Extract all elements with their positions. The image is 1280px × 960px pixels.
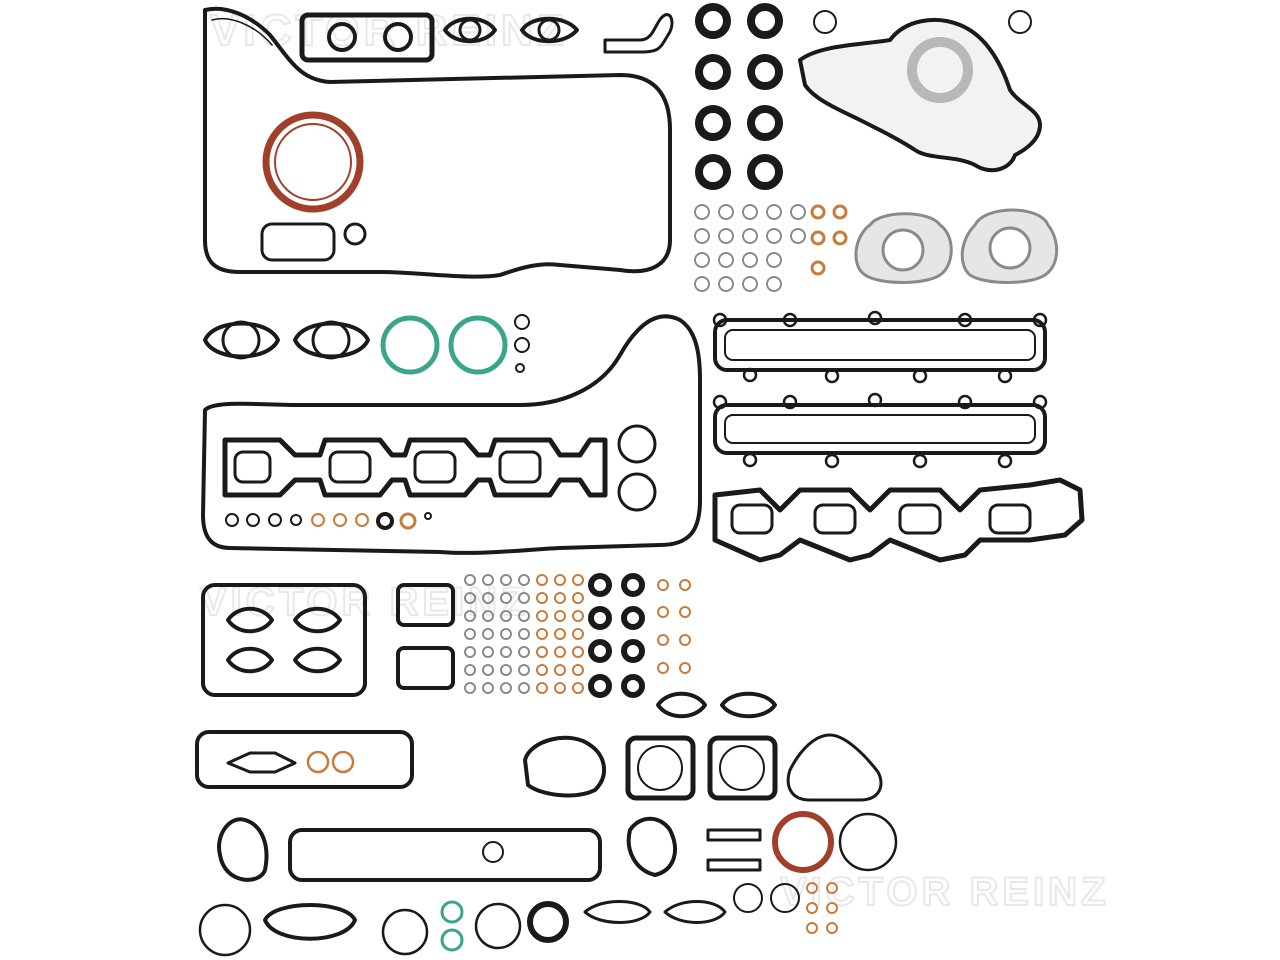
exhaust-pipe-gasket-bottom xyxy=(263,903,357,941)
copper-washers-mid xyxy=(657,579,691,674)
washer-row-middle xyxy=(225,512,432,530)
oil-line-gasket-2 xyxy=(706,858,762,872)
small-rectangular-gasket xyxy=(260,222,336,262)
washer-matrix-grey xyxy=(464,574,530,694)
o-ring-top-small-1 xyxy=(813,10,837,34)
valve-stem-seals xyxy=(695,3,783,190)
exhaust-ports-right xyxy=(730,503,1032,535)
valve-cover-gasket-top xyxy=(203,6,672,279)
water-pump-gasket-impeller-hole xyxy=(907,37,973,103)
o-ring-bottom-4 xyxy=(527,901,569,943)
intake-gasket-right-1-inner xyxy=(724,329,1036,361)
washer-matrix-copper xyxy=(536,574,584,694)
flange-gasket-2 xyxy=(520,16,579,44)
turbo-oil-return-gasket xyxy=(217,817,269,882)
green-o-ring-small-2 xyxy=(440,928,464,952)
egr-pipe-gasket-bottom xyxy=(583,900,652,924)
small-square-gasket-1 xyxy=(396,583,455,627)
o-ring-bottom-2 xyxy=(381,908,429,956)
throttle-body-gasket-2-hole xyxy=(719,745,765,791)
flange-gasket-2-hole xyxy=(537,18,561,42)
o-ring-bottom-3 xyxy=(474,902,522,950)
valve-cover-gasket-top-inner xyxy=(211,18,273,46)
green-o-ring-small-1 xyxy=(440,900,464,924)
oval-flange-gasket-2 xyxy=(720,691,777,719)
o-ring-small-row2-3 xyxy=(515,363,525,373)
o-ring-small-row2-1 xyxy=(514,314,530,330)
water-outlet-gasket xyxy=(626,816,677,877)
large-o-ring-bottom-right xyxy=(838,812,898,872)
intake-gasket-right-1 xyxy=(713,318,1047,372)
egr-flange-gasket-1 xyxy=(203,321,280,359)
timing-cover-gasket xyxy=(786,733,883,802)
o-ring-bottom-6 xyxy=(770,883,800,913)
bent-pipe-gasket xyxy=(603,13,674,54)
manifold-frame-ports xyxy=(226,606,342,674)
turbo-flange-gasket-1-hole xyxy=(881,228,925,272)
throttle-body-gasket-2 xyxy=(707,735,778,801)
crankshaft-seal-top xyxy=(262,111,364,213)
small-square-gasket-2 xyxy=(396,646,455,690)
flange-gasket-1 xyxy=(443,16,497,44)
o-ring-small-row2-2 xyxy=(514,337,530,353)
green-o-ring-2 xyxy=(448,315,508,375)
manifold-frame-gasket xyxy=(201,583,367,697)
exhaust-port-left xyxy=(327,22,357,52)
small-o-ring xyxy=(343,222,367,246)
throttle-body-gasket-1-hole xyxy=(637,745,683,791)
intake-gasket-right-bolt-tabs xyxy=(712,310,1048,469)
intake-gasket-right-2-inner xyxy=(724,414,1036,444)
oval-flange-gasket-1 xyxy=(656,691,707,719)
crankshaft-seal-top-inner xyxy=(274,123,352,201)
turbo-flange-gasket-2-hole xyxy=(988,226,1032,270)
egr-pipe-gasket-bottom-2 xyxy=(663,900,727,924)
oil-line-gasket-1 xyxy=(706,828,762,842)
egr-flange-gasket-2 xyxy=(293,321,370,359)
intake-gasket-right-2 xyxy=(713,403,1047,455)
oil-cooler-inner-gasket xyxy=(226,751,297,774)
copper-ring-oil-cooler-1 xyxy=(306,750,330,774)
oil-pan-rail-gasket-ring xyxy=(482,841,504,863)
exhaust-manifold-gasket-right xyxy=(712,477,1085,563)
o-ring-bottom-1 xyxy=(198,903,252,957)
exhaust-flange-gasket-double xyxy=(299,12,435,63)
valve-cover-gasket-middle xyxy=(201,314,702,555)
oil-pan-rail-gasket xyxy=(288,828,602,882)
o-ring-mid-2 xyxy=(617,472,657,512)
o-ring-top-small-2 xyxy=(1008,10,1032,34)
vacuum-pump-gasket xyxy=(523,735,606,798)
flange-gasket-1-hole xyxy=(458,18,482,42)
o-ring-grid-top xyxy=(694,204,806,292)
copper-ring-oil-cooler-2 xyxy=(331,750,355,774)
injector-seals xyxy=(588,573,645,698)
copper-washers-top xyxy=(810,204,848,276)
o-ring-mid-1 xyxy=(617,424,657,464)
exhaust-port-right xyxy=(383,22,413,52)
throttle-body-gasket-1 xyxy=(625,735,696,801)
intake-manifold-gasket-left xyxy=(222,437,608,498)
copper-washers-bottom xyxy=(806,882,838,934)
green-o-ring-1 xyxy=(380,315,440,375)
egr-flange-gasket-1-hole xyxy=(221,320,261,360)
oil-cooler-gasket xyxy=(195,730,414,789)
egr-flange-gasket-2-hole xyxy=(311,320,351,360)
intake-ports-left xyxy=(233,450,542,484)
rear-main-seal xyxy=(772,811,834,873)
o-ring-bottom-5 xyxy=(733,883,763,913)
